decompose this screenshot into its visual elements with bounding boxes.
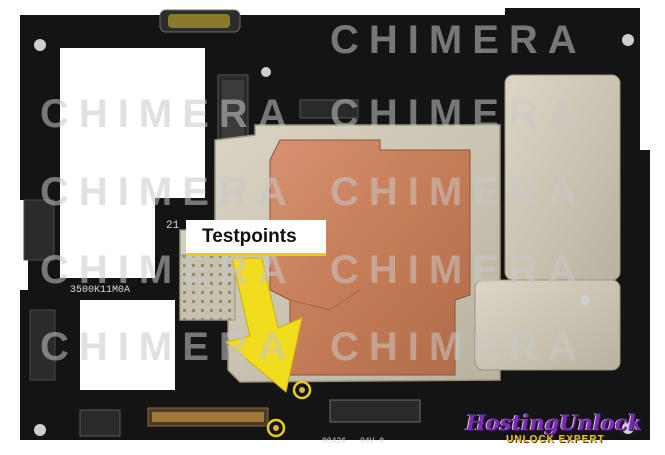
shield-right-bottom	[474, 279, 621, 371]
silk-date: 00426	[322, 437, 346, 446]
silk-rating: 94V-0	[360, 437, 384, 446]
pcb-cutout-bottom-left	[80, 300, 175, 390]
pcb-cutout-mid-left	[60, 198, 155, 278]
brand-tagline: UNLOCK EXPERT	[506, 434, 605, 445]
arrow-down-right	[224, 257, 303, 393]
brand-name: HostingUnlock	[466, 410, 643, 435]
shield-right-top	[504, 74, 621, 281]
silk-num: 21	[166, 220, 180, 232]
pcb-cutout-top-left	[60, 48, 205, 198]
shield-left-perforated	[179, 254, 236, 321]
testpoint-marker	[266, 418, 286, 438]
silk-model: 3500K11M0A	[70, 285, 130, 296]
copper-spreader	[269, 139, 471, 376]
testpoint-marker	[292, 380, 312, 400]
brand-logo: HostingUnlock UNLOCK EXPERT	[466, 410, 662, 448]
testpoints-label: Testpoints	[202, 225, 297, 247]
testpoints-callout: Testpoints	[186, 220, 326, 256]
